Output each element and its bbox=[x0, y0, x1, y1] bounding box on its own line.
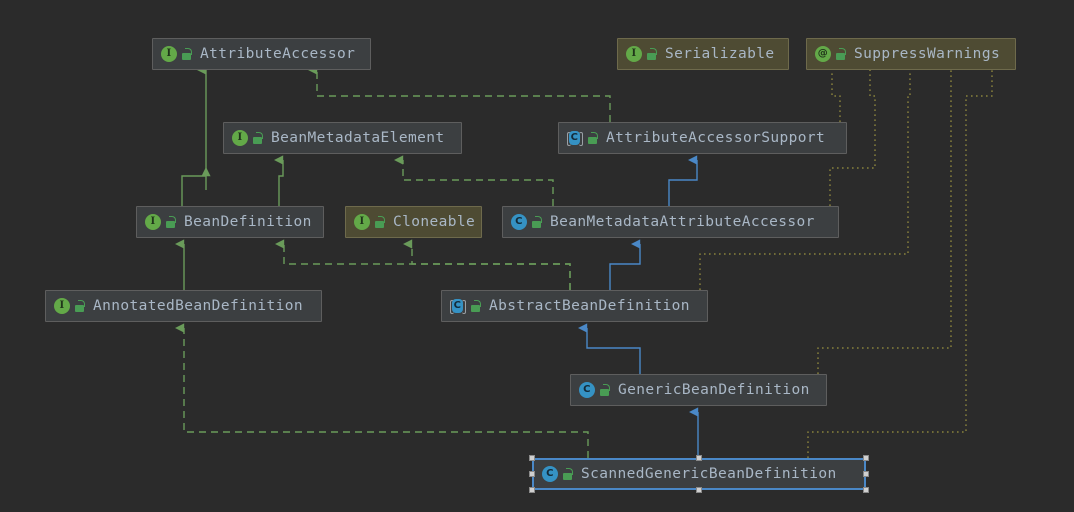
class-node-attributeAccessorSupport[interactable]: C AttributeAccessorSupport bbox=[558, 122, 847, 154]
selection-handle[interactable] bbox=[529, 487, 535, 493]
public-lock-icon bbox=[470, 299, 482, 313]
public-lock-icon bbox=[587, 131, 599, 145]
interface-icon: I bbox=[354, 214, 370, 230]
interface-icon: I bbox=[145, 214, 161, 230]
class-node-serializable[interactable]: I Serializable bbox=[617, 38, 789, 70]
class-node-abstractBeanDefinition[interactable]: C AbstractBeanDefinition bbox=[441, 290, 708, 322]
class-node-label: Serializable bbox=[665, 46, 775, 62]
public-lock-icon bbox=[74, 299, 86, 313]
selection-handle[interactable] bbox=[863, 455, 869, 461]
class-icon: C bbox=[542, 466, 558, 482]
interface-icon: I bbox=[54, 298, 70, 314]
annotation-icon: @ bbox=[815, 46, 831, 62]
public-lock-icon bbox=[646, 47, 658, 61]
public-lock-icon bbox=[531, 215, 543, 229]
edge-beanDefinition-to-beanMetadataElement[interactable] bbox=[273, 155, 284, 206]
edge-abstractBeanDefinition-to-beanDefinition[interactable] bbox=[274, 239, 571, 290]
edge-attributeAccessorSupport-to-attributeAccessor[interactable] bbox=[307, 65, 611, 122]
class-node-label: AttributeAccessor bbox=[200, 46, 356, 62]
abstract-class-icon: C bbox=[450, 298, 466, 314]
edge-attributeAccessorSupport-to-suppressWarnings[interactable] bbox=[831, 70, 841, 122]
class-node-annotatedBeanDefinition[interactable]: I AnnotatedBeanDefinition bbox=[45, 290, 322, 322]
class-node-attributeAccessor[interactable]: I AttributeAccessor bbox=[152, 38, 371, 70]
class-node-label: BeanMetadataAttributeAccessor bbox=[550, 214, 815, 230]
class-node-genericBeanDefinition[interactable]: C GenericBeanDefinition bbox=[570, 374, 827, 406]
edge-abstractBeanDefinition-to-cloneable[interactable] bbox=[402, 239, 571, 290]
public-lock-icon bbox=[562, 467, 574, 481]
class-node-scannedGenericBeanDefinition[interactable]: C ScannedGenericBeanDefinition bbox=[532, 458, 866, 490]
class-icon: C bbox=[579, 382, 595, 398]
edge-scannedGenericBeanDefinition-to-annotatedBeanDefinition[interactable] bbox=[174, 323, 589, 458]
selection-handle[interactable] bbox=[863, 471, 869, 477]
class-node-beanMetadataAttributeAccessor[interactable]: C BeanMetadataAttributeAccessor bbox=[502, 206, 839, 238]
edge-beanMetadataAttributeAccessor-to-attributeAccessorSupport[interactable] bbox=[668, 155, 698, 206]
class-node-label: AttributeAccessorSupport bbox=[606, 130, 826, 146]
class-node-label: BeanDefinition bbox=[184, 214, 312, 230]
class-icon: C bbox=[511, 214, 527, 230]
public-lock-icon bbox=[165, 215, 177, 229]
class-node-cloneable[interactable]: I Cloneable bbox=[345, 206, 482, 238]
class-node-label: Cloneable bbox=[393, 214, 476, 230]
selection-handle[interactable] bbox=[696, 487, 702, 493]
class-node-label: ScannedGenericBeanDefinition bbox=[581, 466, 837, 482]
selection-handle[interactable] bbox=[529, 455, 535, 461]
class-node-label: AnnotatedBeanDefinition bbox=[93, 298, 303, 314]
class-node-label: AbstractBeanDefinition bbox=[489, 298, 690, 314]
public-lock-icon bbox=[599, 383, 611, 397]
class-node-suppressWarnings[interactable]: @ SuppressWarnings bbox=[806, 38, 1016, 70]
edge-abstractBeanDefinition-to-suppressWarnings[interactable] bbox=[699, 70, 911, 290]
interface-icon: I bbox=[626, 46, 642, 62]
edge-genericBeanDefinition-to-abstractBeanDefinition[interactable] bbox=[577, 323, 641, 374]
public-lock-icon bbox=[252, 131, 264, 145]
class-node-label: BeanMetadataElement bbox=[271, 130, 445, 146]
selection-handle[interactable] bbox=[863, 487, 869, 493]
abstract-class-icon: C bbox=[567, 130, 583, 146]
edge-beanDefinition-to-attributeAccessor[interactable] bbox=[181, 166, 211, 206]
selection-handle[interactable] bbox=[696, 455, 702, 461]
edge-abstractBeanDefinition-to-beanMetadataAttributeAccessor[interactable] bbox=[609, 239, 641, 290]
edge-beanMetadataAttributeAccessor-to-beanMetadataElement[interactable] bbox=[393, 155, 554, 206]
selection-handle[interactable] bbox=[529, 471, 535, 477]
class-node-label: GenericBeanDefinition bbox=[618, 382, 810, 398]
class-node-beanDefinition[interactable]: I BeanDefinition bbox=[136, 206, 324, 238]
class-node-beanMetadataElement[interactable]: I BeanMetadataElement bbox=[223, 122, 462, 154]
interface-icon: I bbox=[161, 46, 177, 62]
public-lock-icon bbox=[835, 47, 847, 61]
public-lock-icon bbox=[374, 215, 386, 229]
class-node-label: SuppressWarnings bbox=[854, 46, 1001, 62]
public-lock-icon bbox=[181, 47, 193, 61]
interface-icon: I bbox=[232, 130, 248, 146]
